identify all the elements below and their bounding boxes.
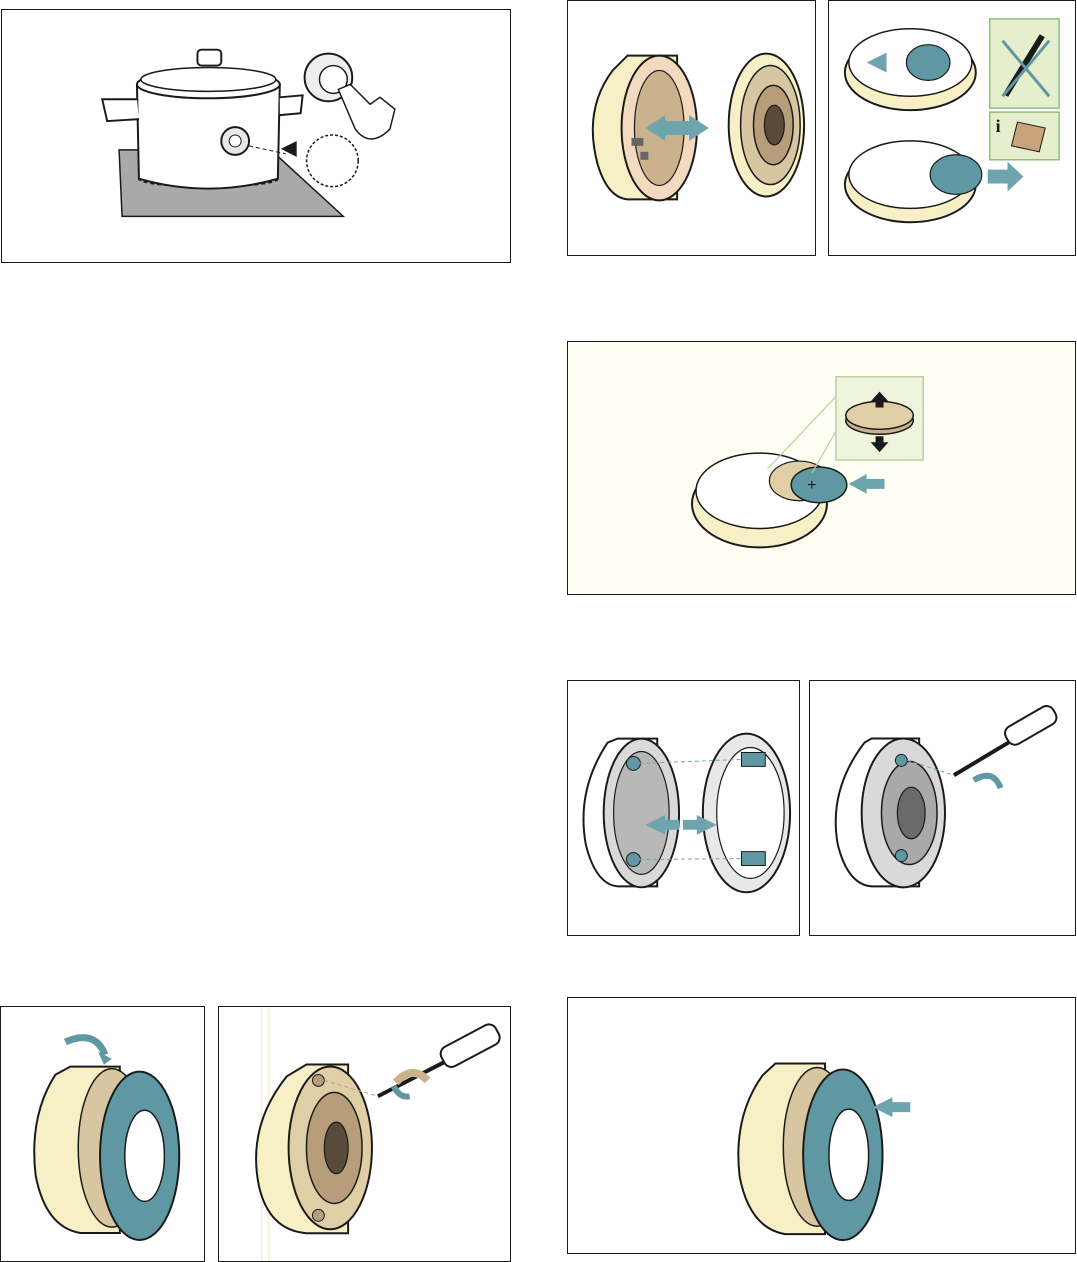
- sensor-reassemble-illustration: [568, 681, 799, 935]
- ring-attach-illustration: [568, 998, 1075, 1253]
- figure-battery-insert-polarity: +: [567, 341, 1076, 595]
- figure-ring-rotate: [0, 1006, 205, 1262]
- figure-sensor-separate: [567, 0, 816, 256]
- svg-text:+: +: [807, 477, 816, 494]
- screwdriver-icon: [378, 1062, 445, 1097]
- figure-sensor-reassemble: [567, 680, 800, 936]
- battery-icon: [930, 155, 982, 195]
- rotate-arrow-icon: [65, 1038, 105, 1055]
- sensor-separate-illustration: [568, 1, 815, 255]
- battery-icon: [791, 467, 847, 503]
- screws-icon: [741, 752, 765, 766]
- figure-battery-remove: i: [828, 0, 1076, 256]
- battery-remove-illustration: i: [829, 1, 1075, 255]
- screw-with-screwdriver-illustration: [219, 1007, 510, 1261]
- figure-pot-on-hob: [1, 9, 511, 263]
- arrow-icon: [281, 141, 297, 157]
- figure-screw-with-screwdriver: [218, 1006, 511, 1262]
- rotate-arrow-icon: [974, 776, 1001, 788]
- screwdriver-icon: [954, 743, 1009, 776]
- sensor-screw-tighten-illustration: [810, 681, 1075, 935]
- battery-insert-illustration: +: [568, 342, 1075, 594]
- hand-icon: [338, 84, 395, 139]
- ring-rotate-illustration: [1, 1007, 204, 1261]
- figure-ring-attach: [567, 997, 1076, 1254]
- svg-text:i: i: [996, 116, 1001, 136]
- figure-sensor-screw-tighten: [809, 680, 1076, 936]
- pot-illustration: [2, 10, 510, 262]
